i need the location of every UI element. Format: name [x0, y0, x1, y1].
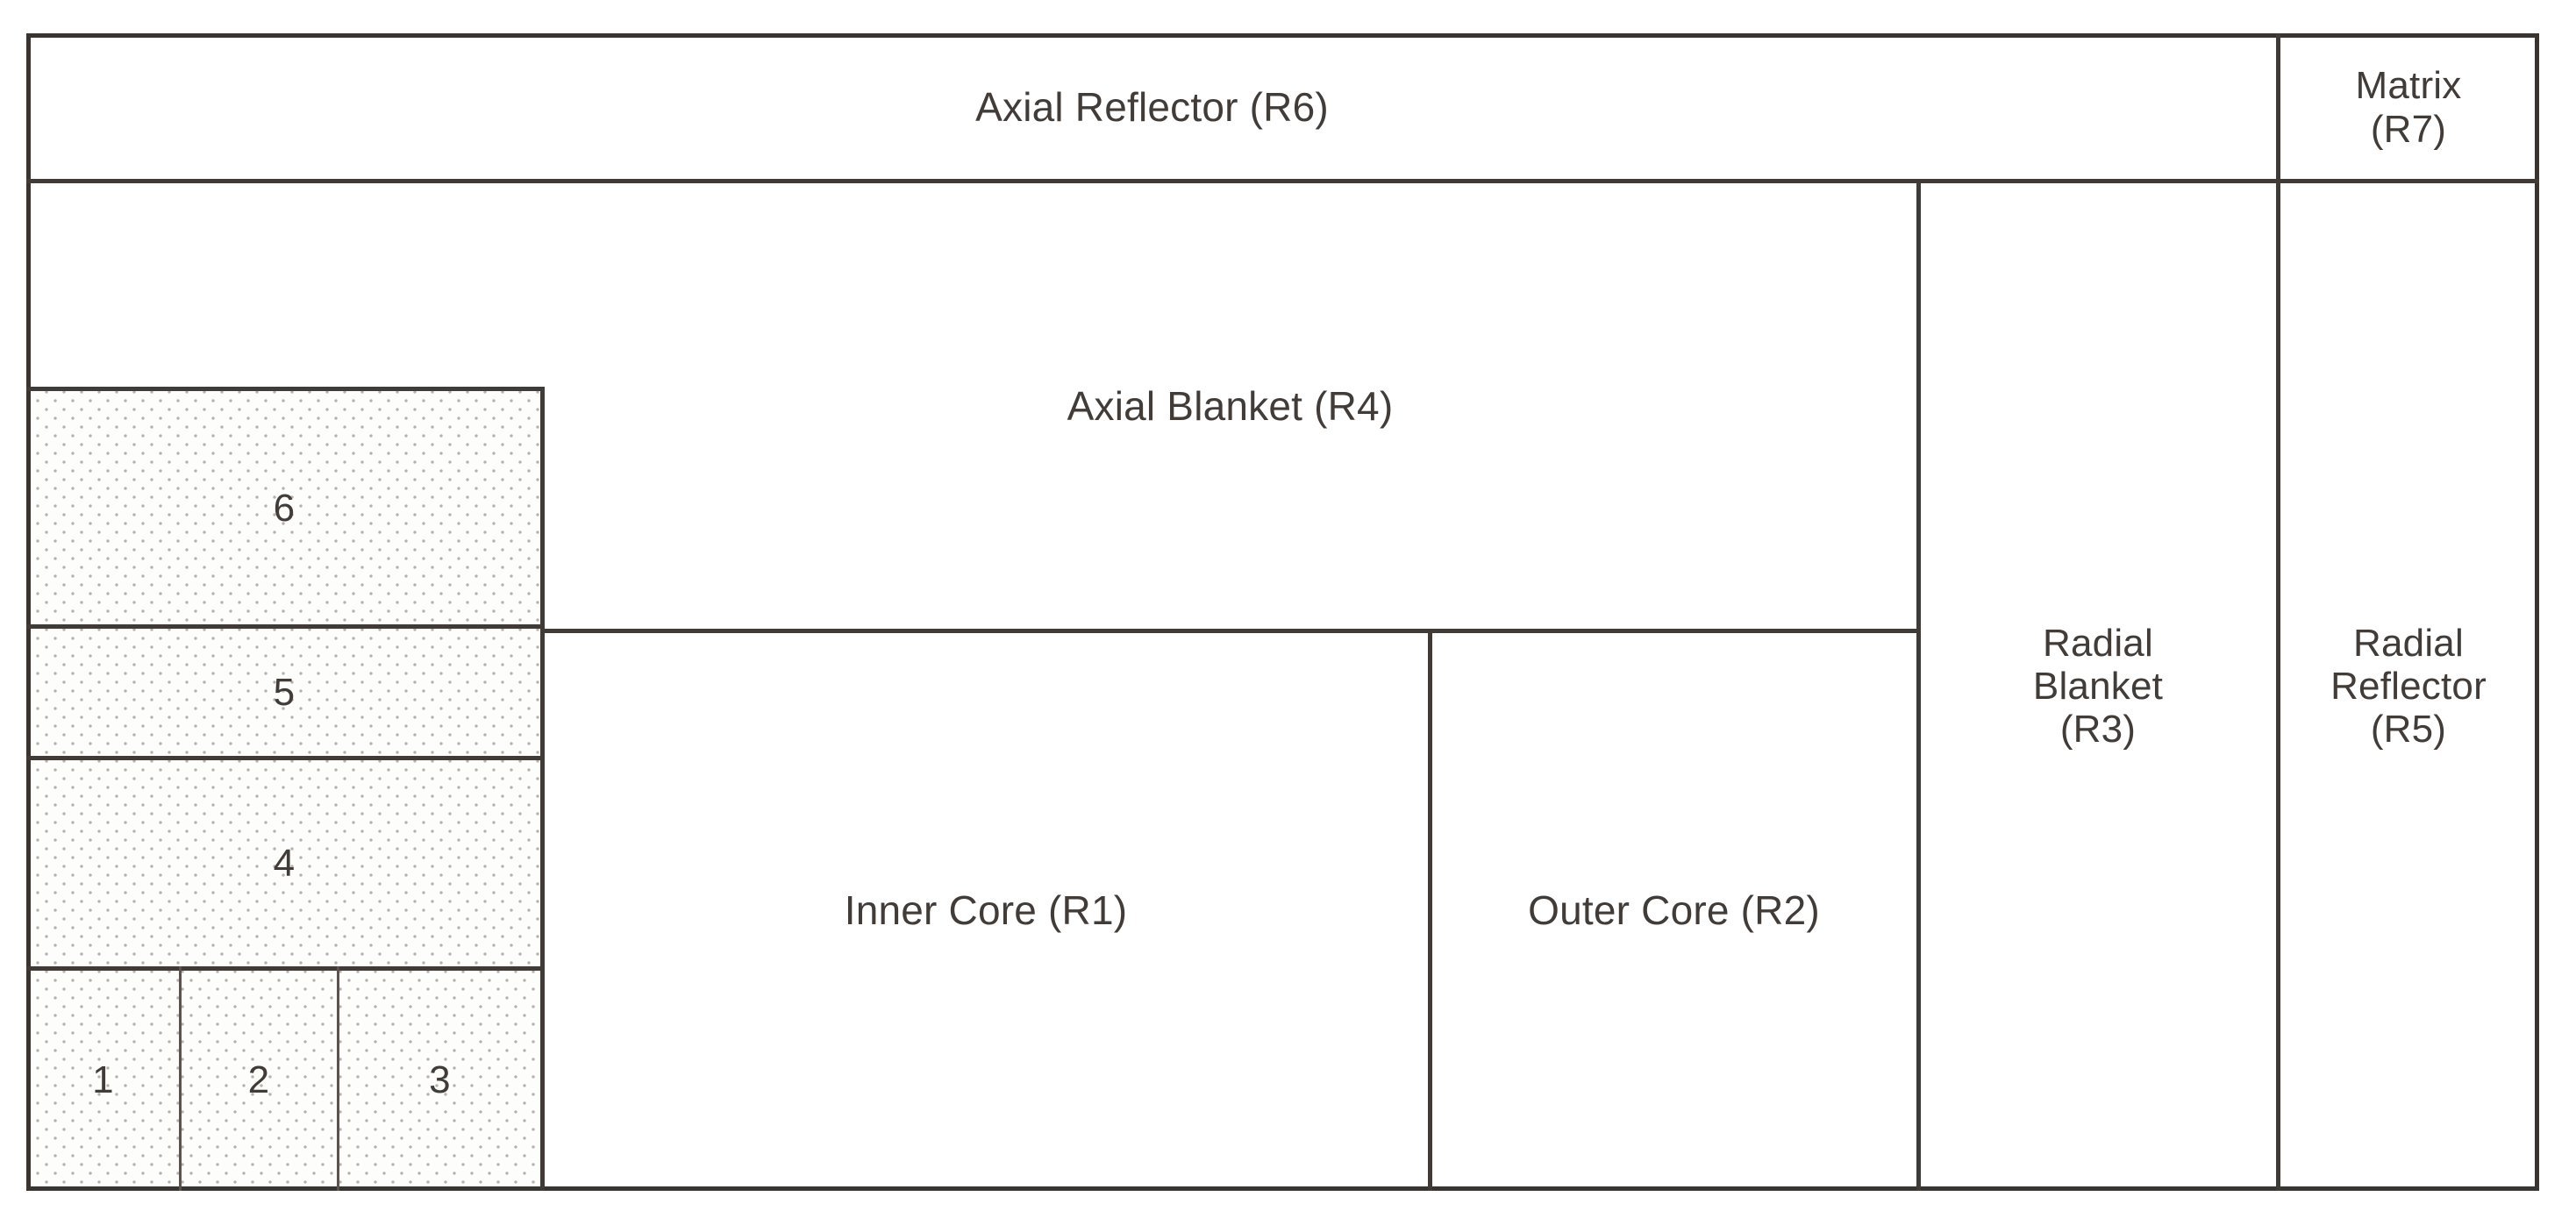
region-radial-reflector-label: Radial Reflector (R5) — [2330, 621, 2487, 751]
divider-cell-4-bottomrow — [26, 966, 545, 971]
region-matrix[interactable]: Matrix (R7) — [2278, 33, 2539, 182]
control-cell-2[interactable]: 2 — [180, 969, 338, 1191]
control-cell-5-number: 5 — [273, 671, 296, 715]
divider-cell-6-5 — [26, 624, 545, 629]
frame-right-border — [2535, 33, 2539, 1191]
divider-cell-6-top — [26, 387, 545, 391]
divider-radial-blanket-reflector — [2276, 33, 2280, 1191]
region-outer-core[interactable]: Outer Core (R2) — [1430, 631, 1918, 1191]
divider-hatch-right-edge — [540, 387, 545, 1191]
region-radial-reflector[interactable]: Radial Reflector (R5) — [2278, 182, 2539, 1191]
control-cell-4-number: 4 — [273, 842, 296, 886]
divider-core-radial-blanket — [1916, 179, 1921, 1191]
divider-cell-5-4 — [26, 756, 545, 760]
region-inner-core-label: Inner Core (R1) — [844, 887, 1128, 934]
control-cell-3[interactable]: 3 — [338, 969, 542, 1191]
control-cell-3-number: 3 — [429, 1058, 451, 1101]
region-axial-blanket[interactable]: Axial Blanket (R4) — [542, 182, 1918, 631]
control-cell-5[interactable]: 5 — [26, 627, 542, 759]
region-radial-blanket[interactable]: Radial Blanket (R3) — [1918, 182, 2278, 1191]
region-axial-blanket-label: Axial Blanket (R4) — [1067, 382, 1394, 429]
control-cell-6-number: 6 — [273, 486, 296, 530]
divider-cell-2-3 — [337, 966, 339, 1191]
frame-left-border — [26, 33, 31, 1191]
control-cell-2-number: 2 — [247, 1058, 270, 1101]
divider-inner-outer-core — [1428, 629, 1432, 1191]
divider-axial-reflector-bottom — [26, 179, 2539, 183]
frame-bottom-border — [26, 1186, 2539, 1191]
control-cell-1-number: 1 — [92, 1058, 114, 1101]
region-radial-blanket-label: Radial Blanket (R3) — [2032, 621, 2164, 751]
region-matrix-label: Matrix (R7) — [2355, 64, 2462, 151]
divider-cell-1-2 — [179, 966, 182, 1191]
region-outer-core-label: Outer Core (R2) — [1528, 887, 1820, 934]
frame-top-border — [26, 33, 2539, 38]
control-cell-6[interactable]: 6 — [26, 389, 542, 627]
control-cell-1[interactable]: 1 — [26, 969, 180, 1191]
region-inner-core[interactable]: Inner Core (R1) — [542, 631, 1430, 1191]
region-axial-reflector[interactable]: Axial Reflector (R6) — [26, 33, 2278, 182]
axial-blanket-left-extension — [26, 182, 542, 389]
control-cell-4[interactable]: 4 — [26, 759, 542, 969]
region-axial-reflector-label: Axial Reflector (R6) — [975, 83, 1329, 130]
divider-axial-blanket-core — [542, 629, 1921, 633]
